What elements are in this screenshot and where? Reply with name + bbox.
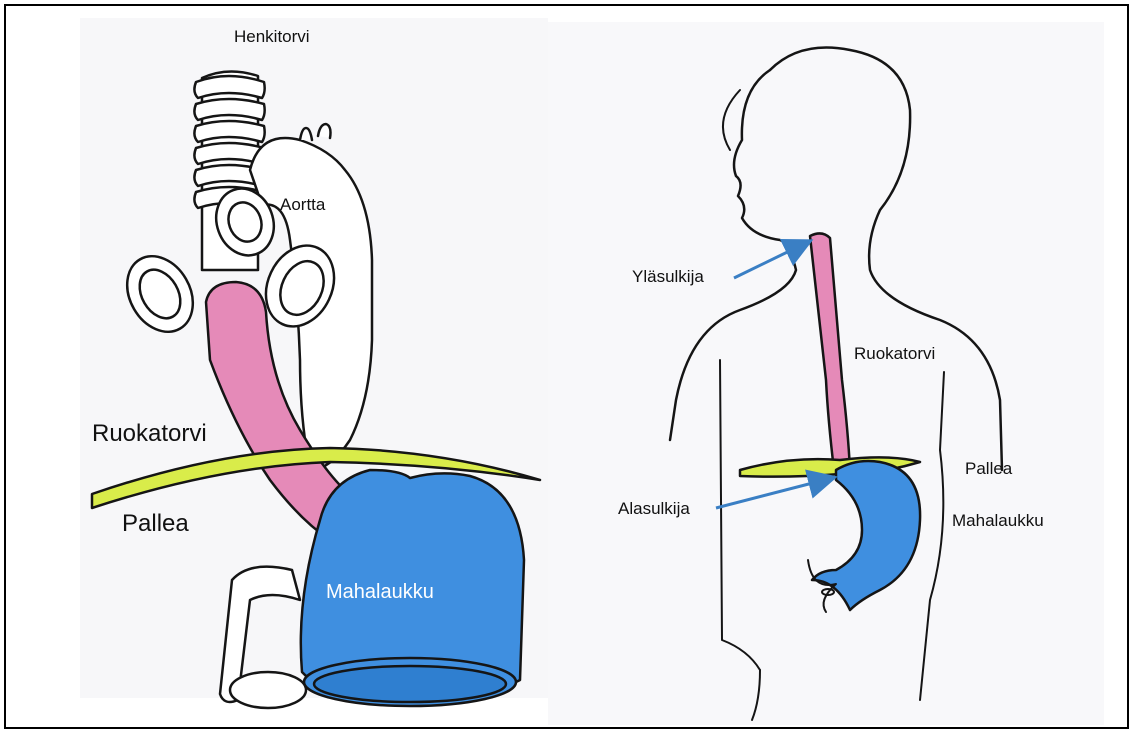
label-stomach-right: Mahalaukku	[952, 512, 1044, 529]
esophagus-drawing-right	[810, 233, 850, 470]
label-esophagus-left: Ruokatorvi	[92, 422, 207, 446]
upper-sphincter-arrow	[734, 242, 808, 278]
label-upper-sphincter: Yläsulkija	[632, 268, 704, 285]
label-lower-sphincter: Alasulkija	[618, 500, 690, 517]
label-esophagus-right: Ruokatorvi	[854, 345, 935, 362]
head-outline	[770, 48, 1002, 471]
label-diaphragm-left: Pallea	[122, 512, 189, 536]
label-trachea: Henkitorvi	[234, 28, 310, 45]
right-anatomy-drawing	[670, 48, 1002, 721]
label-stomach-left: Mahalaukku	[326, 582, 434, 602]
left-anatomy-drawing	[92, 71, 540, 708]
label-diaphragm-right: Pallea	[965, 460, 1012, 477]
stomach-drawing-right	[812, 461, 920, 610]
lower-sphincter-arrow	[716, 478, 832, 508]
label-aorta: Aortta	[280, 196, 325, 213]
